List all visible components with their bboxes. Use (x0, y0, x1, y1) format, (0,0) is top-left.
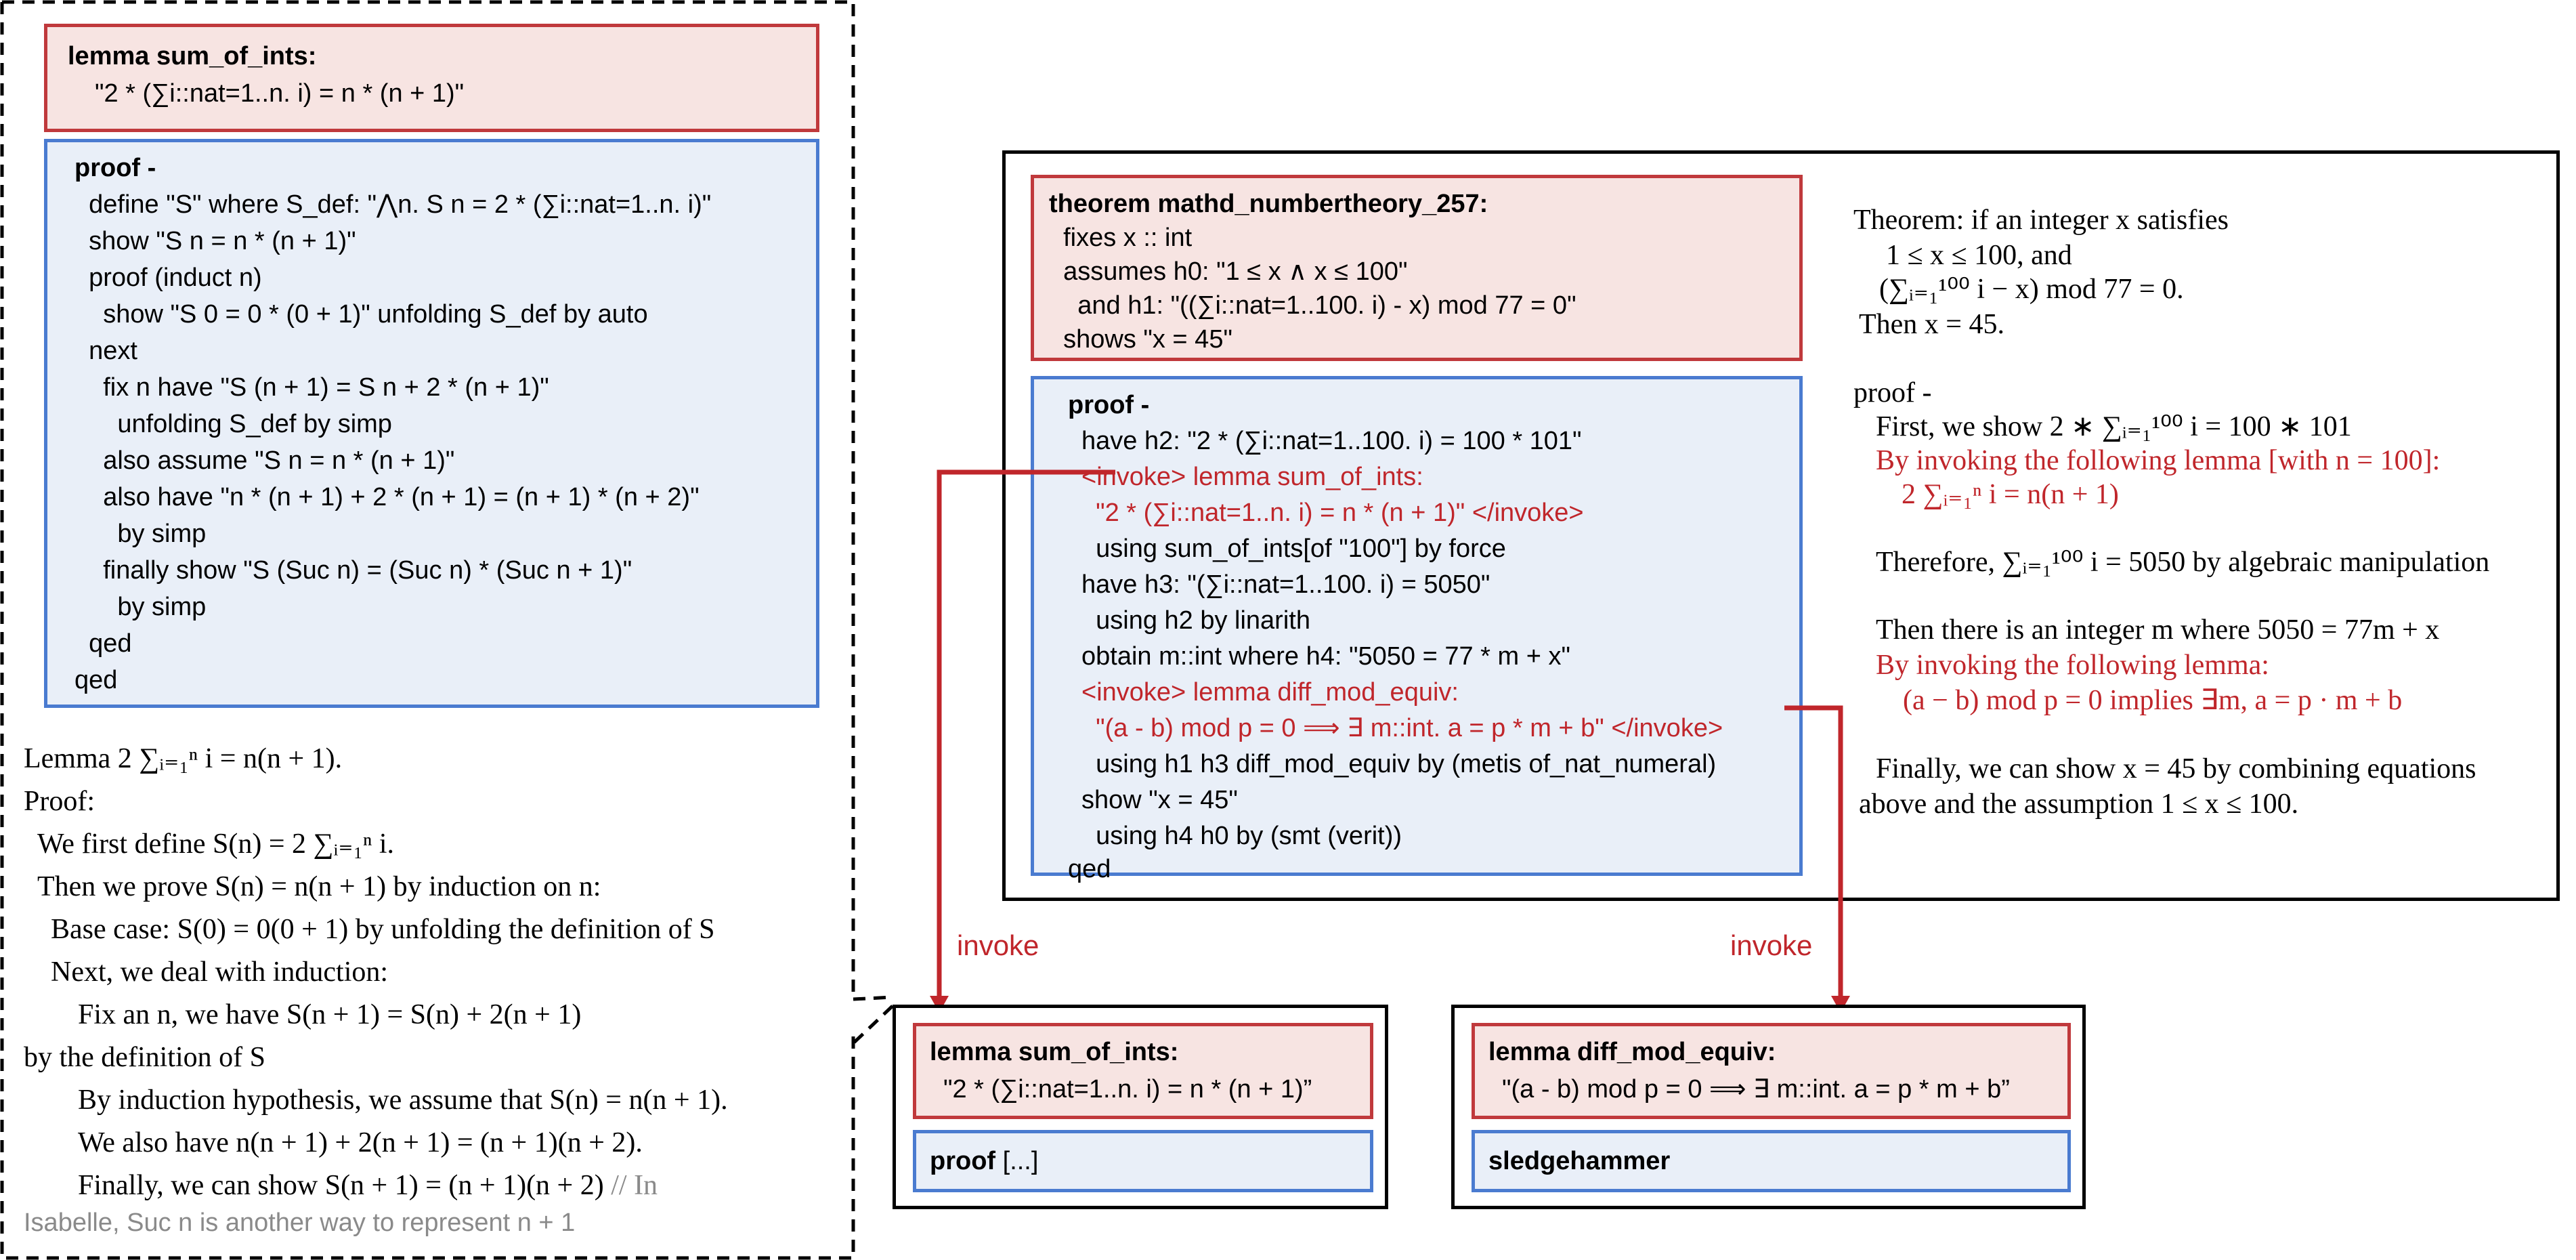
invoke-sum-of-ints-open: <invoke> lemma sum_of_ints: (1081, 463, 1423, 491)
informal-comment-end: Isabelle, Suc n is another way to repres… (24, 1209, 576, 1237)
left-proof-line-2: show "S n = n * (n + 1)" (74, 227, 356, 255)
informal-step-next: Next, we deal with induction: (51, 957, 389, 988)
sum-of-ints-proof-box: proof [...] (913, 1130, 1373, 1192)
informal-lemma-2-stmt: (a − b) mod p = 0 implies ∃m, a = p · m … (1903, 685, 2403, 716)
left-proof-line-11: finally show "S (Suc n) = (Suc n) * (Suc… (74, 556, 632, 585)
left-proof-line-3: proof (induct n) (74, 264, 262, 292)
sum-of-ints-statement-box: lemma sum_of_ints: "2 * (∑i::nat=1..n. i… (913, 1023, 1373, 1119)
left-proof-line-13: qed (74, 629, 132, 658)
theorem-proof-linarith: using h2 by linarith (1081, 606, 1310, 635)
invoke-sum-of-ints-stmt: "2 * (∑i::nat=1..n. i) = n * (n + 1)" </… (1081, 499, 1584, 527)
diff-mod-equiv-proof-box: sledgehammer (1472, 1130, 2071, 1192)
theorem-line-shows: shows "x = 45" (1049, 325, 1232, 354)
informal-step-finally: Finally, we can show S(n + 1) = (n + 1)(… (78, 1169, 658, 1202)
informal-lemma-title: Lemma 2 ∑ᵢ₌₁ⁿ i = n(n + 1). (24, 743, 343, 774)
sum-of-ints-statement: "2 * (∑i::nat=1..n. i) = n * (n + 1)” (943, 1075, 1312, 1104)
informal-lemma-1-stmt: 2 ∑ᵢ₌₁ⁿ i = n(n + 1) (1902, 479, 2119, 510)
left-proof-line-9: also have "n * (n + 1) + 2 * (n + 1) = (… (74, 483, 700, 511)
informal-step-finally-text: Finally, we can show S(n + 1) = (n + 1)(… (78, 1170, 604, 1201)
sum-of-ints-header: lemma sum_of_ints: (930, 1038, 1179, 1066)
invoke-label-left: invoke (957, 929, 1039, 961)
informal-invoke-lemma-2: By invoking the following lemma: (1876, 650, 2269, 681)
sum-of-ints-frame: lemma sum_of_ints: "2 * (∑i::nat=1..n. i… (893, 1005, 1388, 1209)
informal-step-define: We first define S(n) = 2 ∑ᵢ₌₁ⁿ i. (37, 828, 395, 860)
theorem-proof-h3: have h3: "(∑i::nat=1..100. i) = 5050" (1081, 570, 1490, 599)
left-proof-box: proof - define "S" where S_def: "⋀n. S n… (44, 139, 819, 708)
invoke-arrow-left (937, 469, 1115, 999)
left-proof-line-12: by simp (74, 593, 207, 621)
theorem-header: theorem mathd_numbertheory_257: (1049, 190, 1488, 218)
informal-step-also-have: We also have n(n + 1) + 2(n + 1) = (n + … (78, 1127, 643, 1158)
diff-mod-equiv-sledgehammer: sledgehammer (1488, 1147, 1671, 1175)
diff-mod-equiv-frame: lemma diff_mod_equiv: "(a - b) mod p = 0… (1451, 1005, 2086, 1209)
informal-finally-cont: above and the assumption 1 ≤ x ≤ 100. (1859, 789, 2299, 820)
theorem-proof-title: proof - (1068, 391, 1150, 419)
diff-mod-equiv-statement: "(a - b) mod p = 0 ⟹ ∃ m::int. a = p * m… (1502, 1075, 2010, 1104)
informal-finally: Finally, we can show x = 45 by combining… (1876, 753, 2476, 784)
theorem-line-and-h1: and h1: "((∑i::nat=1..100. i) - x) mod 7… (1049, 291, 1576, 320)
diff-mod-equiv-statement-box: lemma diff_mod_equiv: "(a - b) mod p = 0… (1472, 1023, 2071, 1119)
theorem-proof-using-sum: using sum_of_ints[of "100"] by force (1081, 534, 1506, 563)
left-proof-line-4: show "S 0 = 0 * (0 + 1)" unfolding S_def… (74, 300, 648, 329)
theorem-proof-show: show "x = 45" (1081, 786, 1238, 814)
theorem-proof-h2: have h2: "2 * (∑i::nat=1..100. i) = 100 … (1081, 427, 1582, 455)
theorem-line-fixes: fixes x :: int (1049, 224, 1193, 252)
left-lemma-box: lemma sum_of_ints: "2 * (∑i::nat=1..n. i… (44, 24, 819, 132)
left-proof-line-6: fix n have "S (n + 1) = S n + 2 * (n + 1… (74, 373, 549, 402)
invoke-diff-mod-open: <invoke> lemma diff_mod_equiv: (1081, 678, 1459, 707)
theorem-proof-qed: qed (1068, 855, 1111, 883)
invoke-label-right: invoke (1730, 929, 1813, 961)
theorem-proof-smt: using h4 h0 by (smt (verit)) (1081, 822, 1402, 850)
informal-step-fix: Fix an n, we have S(n + 1) = S(n) + 2(n … (78, 999, 582, 1030)
left-proof-line-1: define "S" where S_def: "⋀n. S n = 2 * (… (74, 190, 712, 219)
informal-therefore: Therefore, ∑ᵢ₌₁¹⁰⁰ i = 5050 by algebraic… (1876, 547, 2490, 578)
invoke-arrow-right (1784, 705, 1843, 999)
invoke-diff-mod-stmt: "(a - b) mod p = 0 ⟹ ∃ m::int. a = p * m… (1081, 714, 1723, 742)
sum-of-ints-proof-ellipsis: [...] (995, 1147, 1039, 1175)
sum-of-ints-proof-keyword: proof (930, 1147, 996, 1175)
left-proof-line-7: unfolding S_def by simp (74, 410, 392, 438)
informal-proof-start: proof - (1853, 377, 1932, 408)
invoke-arrow-right-head (1831, 996, 1850, 1013)
informal-theorem-statement: Theorem: if an integer x satisfies (1853, 205, 2229, 236)
left-lemma-statement: "2 * (∑i::nat=1..n. i) = n * (n + 1)" (95, 79, 465, 108)
left-proof-line-5: next (74, 337, 137, 365)
sum-of-ints-proof: proof [...] (930, 1146, 1038, 1177)
left-lemma-header: lemma sum_of_ints: (68, 42, 317, 70)
informal-theorem-cond2: (∑ᵢ₌₁¹⁰⁰ i − x) mod 77 = 0. (1879, 274, 2184, 305)
informal-invoke-lemma-1: By invoking the following lemma [with n … (1876, 445, 2441, 476)
informal-step-base-case: Base case: S(0) = 0(0 + 1) by unfolding … (51, 914, 715, 945)
theorem-line-assumes: assumes h0: "1 ≤ x ∧ x ≤ 100" (1049, 257, 1408, 286)
informal-integer-m: Then there is an integer m where 5050 = … (1876, 614, 2440, 646)
theorem-proof-obtain: obtain m::int where h4: "5050 = 77 * m +… (1081, 642, 1570, 671)
left-proof-line-10: by simp (74, 520, 207, 548)
informal-step-induction: Then we prove S(n) = n(n + 1) by inducti… (37, 871, 601, 902)
informal-step-hypothesis: By induction hypothesis, we assume that … (78, 1085, 728, 1116)
informal-proof-label: Proof: (24, 786, 95, 817)
informal-theorem-cond1: 1 ≤ x ≤ 100, and (1886, 240, 2072, 271)
diff-mod-equiv-header: lemma diff_mod_equiv: (1488, 1038, 1776, 1066)
left-proof-line-0: proof - (74, 154, 156, 182)
left-proof-line-8: also assume "S n = n * (n + 1)" (74, 446, 455, 475)
informal-theorem-conclusion: Then x = 45. (1859, 309, 2004, 340)
informal-first-show: First, we show 2 ∗ ∑ᵢ₌₁¹⁰⁰ i = 100 ∗ 101 (1876, 411, 2352, 442)
theorem-proof-box: proof - have h2: "2 * (∑i::nat=1..100. i… (1031, 376, 1803, 883)
informal-step-by-def: by the definition of S (24, 1042, 265, 1073)
informal-comment-start: // In (611, 1170, 658, 1201)
invoke-arrow-left-head (930, 996, 949, 1013)
theorem-statement-box: theorem mathd_numbertheory_257: fixes x … (1031, 175, 1803, 361)
left-proof-line-14: qed (74, 666, 118, 694)
theorem-proof-metis: using h1 h3 diff_mod_equiv by (metis of_… (1081, 750, 1717, 778)
